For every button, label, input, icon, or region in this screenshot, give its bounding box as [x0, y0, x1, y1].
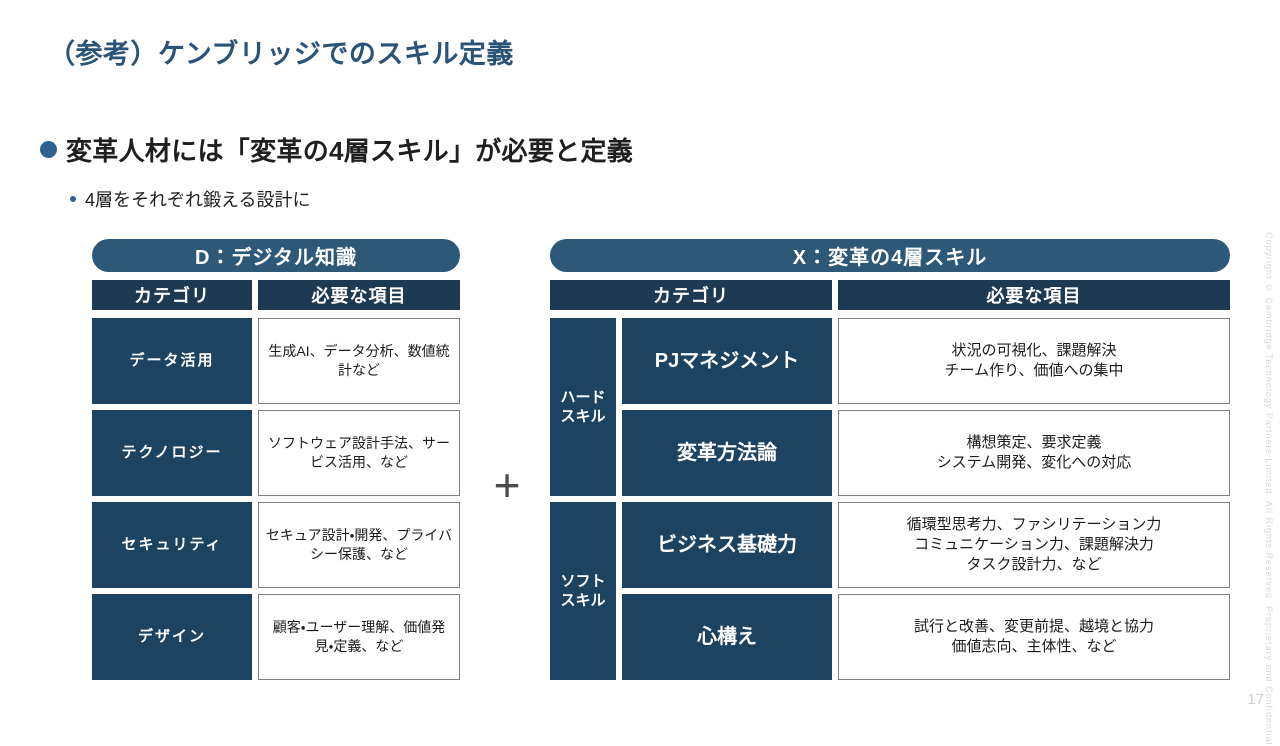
- primary-bullet-label: 変革人材には「変革の4層スキル」が必要と定義: [66, 136, 634, 166]
- right-table-items-cell: 循環型思考力、ファシリテーション力コミュニケーション力、課題解決力タスク設計力、…: [838, 502, 1230, 588]
- sub-bullet-dot-icon: [70, 196, 76, 202]
- right-table-header-items: 必要な項目: [838, 280, 1230, 310]
- primary-bullet: 変革人材には「変革の4層スキル」が必要と定義: [40, 131, 633, 168]
- left-table-title-pill: D：デジタル知識: [92, 239, 460, 272]
- secondary-bullet-label: 4層をそれぞれ鍛える設計に: [85, 190, 311, 210]
- left-table-category-cell: テクノロジー: [92, 410, 252, 496]
- page-number: 17: [1247, 691, 1264, 708]
- right-table-header-category: カテゴリ: [550, 280, 832, 310]
- right-table-category-cell: 心構え: [622, 594, 832, 680]
- plus-operator-icon: +: [493, 459, 521, 511]
- bullet-dot-icon: [40, 141, 57, 158]
- right-table-group-hard-skill: ハードスキル: [550, 318, 616, 496]
- right-table-group-soft-skill: ソフトスキル: [550, 502, 616, 680]
- left-table-items-cell: 生成AI、データ分析、数値統計など: [258, 318, 460, 404]
- right-table-items-cell: 構想策定、要求定義システム開発、変化への対応: [838, 410, 1230, 496]
- copyright-notice: Copyright © Cambridge Technology Partner…: [1264, 232, 1274, 746]
- right-table-category-cell: ビジネス基礎力: [622, 502, 832, 588]
- left-table-items-cell: ソフトウェア設計手法、サービス活用、など: [258, 410, 460, 496]
- left-table-category-cell: セキュリティ: [92, 502, 252, 588]
- right-table-category-cell: 変革方法論: [622, 410, 832, 496]
- secondary-bullet: 4層をそれぞれ鍛える設計に: [70, 186, 310, 212]
- left-table-items-cell: セキュア設計・開発、プライバシー保護、など: [258, 502, 460, 588]
- right-table-category-cell: PJマネジメント: [622, 318, 832, 404]
- left-table-header-category: カテゴリ: [92, 280, 252, 310]
- right-table-title-pill: X：変革の4層スキル: [550, 239, 1230, 272]
- page-title: （参考）ケンブリッジでのスキル定義: [48, 39, 514, 69]
- right-table-items-cell: 試行と改善、変更前提、越境と協力価値志向、主体性、など: [838, 594, 1230, 680]
- left-table-header-items: 必要な項目: [258, 280, 460, 310]
- right-table-items-cell: 状況の可視化、課題解決チーム作り、価値への集中: [838, 318, 1230, 404]
- left-table-items-cell: 顧客・ユーザー理解、価値発見・定義、など: [258, 594, 460, 680]
- left-table-category-cell: デザイン: [92, 594, 252, 680]
- left-table-category-cell: データ活用: [92, 318, 252, 404]
